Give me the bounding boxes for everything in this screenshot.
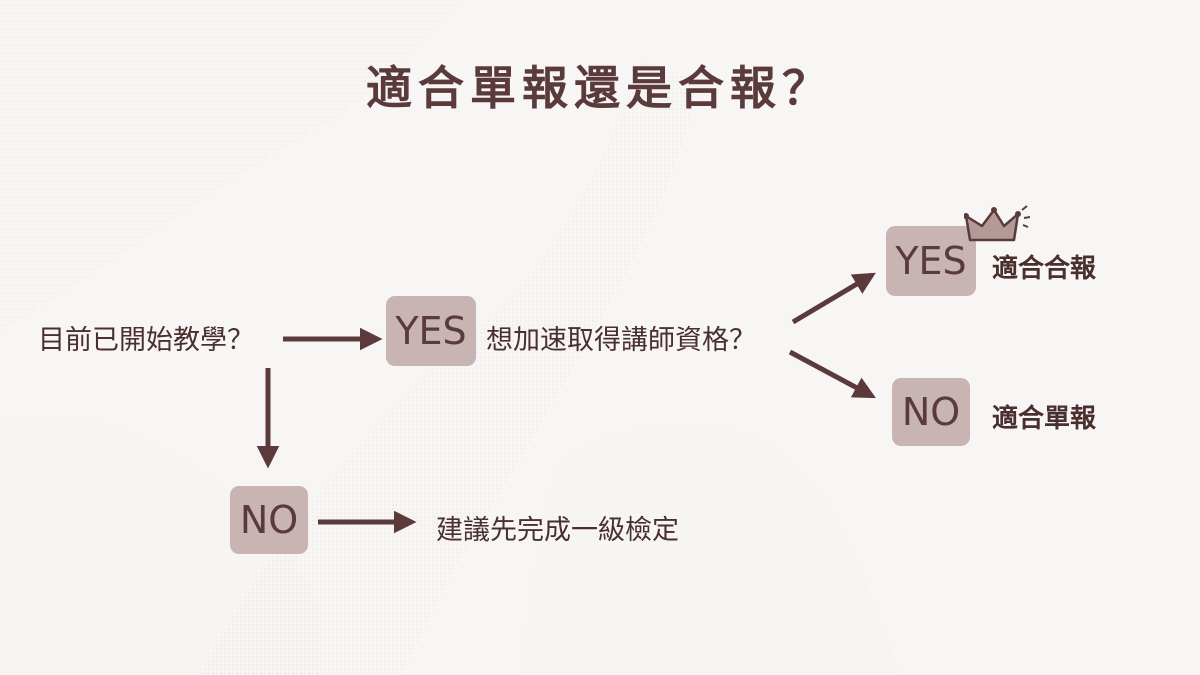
arrow-question-to-yes [791, 272, 876, 325]
result-single: 適合單報 [992, 404, 1097, 434]
second-question: 想加速取得講師資格？ [486, 325, 756, 356]
start-question: 目前已開始教學？ [38, 325, 254, 356]
result-combined: 適合合報 [992, 254, 1097, 284]
page-title: 適合單報還是合報？ [366, 61, 834, 115]
no-box-second: NO [892, 378, 970, 446]
no-box-first: NO [230, 486, 308, 554]
crown-icon [964, 205, 1030, 242]
yes-box-first: YES [386, 296, 476, 366]
arrow-question-to-no [788, 349, 876, 399]
yes-box-second: YES [886, 226, 976, 296]
suggestion-text: 建議先完成一級檢定 [436, 515, 679, 546]
